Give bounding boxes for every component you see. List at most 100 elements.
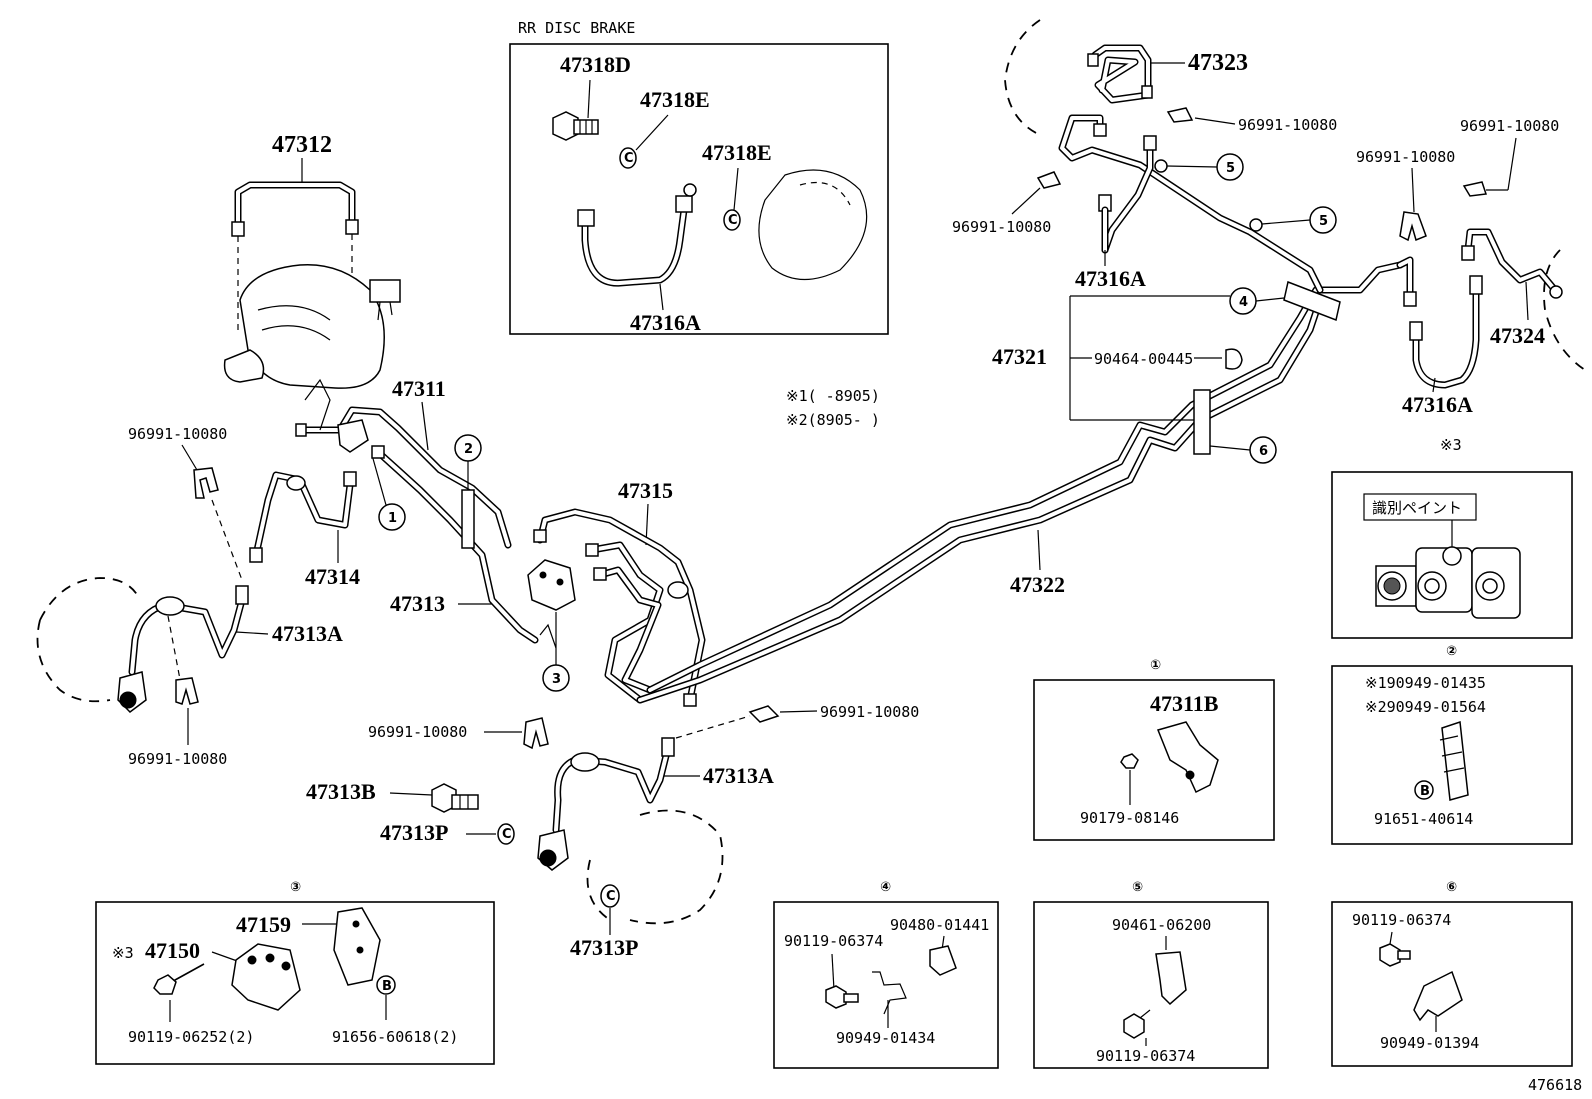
part-90119-06374-label-b6[interactable]: 90119-06374 [1352,911,1451,929]
union-bolt-47318D [552,111,599,141]
clip-96991-label-h[interactable]: 96991-10080 [820,703,919,721]
bracket-90949-01434 [872,971,907,1015]
proportioning-valve-47150 [527,559,576,611]
part-47313B-label[interactable]: 47313B [306,779,376,804]
part-91651-label[interactable]: 91651-40614 [1374,810,1473,828]
part-47313P-label-a[interactable]: 47313P [380,820,448,845]
union-bolt-47313B [431,783,479,813]
part-47324-label[interactable]: 47324 [1490,323,1545,348]
clip-icon-d [1036,171,1062,189]
box-5-number: ⑤ [1132,880,1143,895]
box-3-number: ③ [290,880,301,895]
distribution-block [337,419,369,453]
clip-96991-label-e[interactable]: 96991-10080 [1460,117,1559,135]
bolt-90119-06252 [153,974,177,995]
part-47321-label[interactable]: 47321 [992,344,1047,369]
svg-text:1: 1 [388,511,397,526]
right-rear-area: 96991-10080 96991-10080 47324 47316A ※3 … [1331,117,1586,639]
part-90179-label[interactable]: 90179-08146 [1080,809,1179,827]
clip-96991-label-d[interactable]: 96991-10080 [952,218,1051,236]
proportioning-valve-body [231,943,301,1011]
paint-mark-icon [1442,546,1462,566]
clip-icon-h [748,705,780,723]
detail-box-5: ⑤ 90461-06200 90119-06374 [1033,880,1269,1069]
part-47313A-label-b[interactable]: 47313A [703,763,774,788]
clip-96991-label-c[interactable]: 96991-10080 [1238,116,1337,134]
svg-text:C: C [728,213,738,228]
svg-text:B: B [1420,784,1430,799]
part-47150-label[interactable]: 47150 [145,938,200,963]
part-47312-label[interactable]: 47312 [272,132,332,158]
box-6-number: ⑥ [1446,880,1457,895]
part-47314-label[interactable]: 47314 [305,564,360,589]
gasket-icon-b [723,209,741,231]
bracket-47311B [1156,721,1219,794]
part-47316A-label-b[interactable]: 47316A [1075,266,1146,291]
part-90949-01564-label[interactable]: ※290949-01564 [1365,698,1486,716]
detail-box-4: ④ 90480-01441 90119-06374 90949-01434 [773,880,999,1069]
detail-box-3: ③ 47159 ※3 47150 90119-06252(2) B 91656-… [95,880,495,1065]
paint-identification-box [1331,471,1573,639]
part-90949-01394-label[interactable]: 90949-01394 [1380,1034,1479,1052]
part-90119-06374-label-b5[interactable]: 90119-06374 [1096,1047,1195,1065]
bolt-90119-b5 [1123,1013,1145,1039]
part-47318E-label-b[interactable]: 47318E [702,140,772,165]
svg-text:C: C [624,151,634,166]
part-90119-06374-label-b4[interactable]: 90119-06374 [784,932,883,950]
part-47313-label[interactable]: 47313 [390,591,445,616]
part-47311B-label[interactable]: 47311B [1150,691,1219,716]
bolt-90119-b4 [825,985,847,1009]
part-47159-label[interactable]: 47159 [236,912,291,937]
clip-96991-label-b[interactable]: 96991-10080 [128,750,227,768]
brake-tube-47322-a [636,296,1324,704]
clip-96991-label-a[interactable]: 96991-10080 [128,425,227,443]
part-90480-label[interactable]: 90480-01441 [890,916,989,934]
part-47313P-label-b[interactable]: 47313P [570,935,638,960]
paint-label: 識別ペイント [1372,499,1462,517]
note-1: ※1( -8905) [786,387,880,405]
rr-disc-brake-box [509,43,889,335]
part-47311-label[interactable]: 47311 [392,376,446,401]
rear-upper-area: 47323 96991-10080 5 5 96991-10080 47316A… [786,19,1337,429]
part-47315-label[interactable]: 47315 [618,478,673,503]
part-47313A-label-a[interactable]: 47313A [272,621,343,646]
clip-90464-label[interactable]: 90464-00445 [1094,350,1193,368]
part-90949-01435-label[interactable]: ※190949-01435 [1365,674,1486,692]
note-2: ※2(8905- ) [786,411,880,429]
rr-disc-brake-title: RR DISC BRAKE [518,19,635,37]
part-47316A-label-c[interactable]: 47316A [1402,392,1473,417]
rr-disc-brake-inset: RR DISC BRAKE 47318D 47318E C 47318E C 4… [509,19,889,335]
part-91656-label[interactable]: 91656-60618(2) [332,1028,458,1046]
brake-tube-47312 [234,181,356,229]
detail-box-2: ② ※190949-01435 ※290949-01564 B 91651-40… [1331,644,1573,845]
clamp-90949 [1441,720,1469,801]
bracket-47159 [333,907,381,986]
reference-number: 476618 [1528,1076,1582,1094]
part-90949-01434-label[interactable]: 90949-01434 [836,1029,935,1047]
svg-text:3: 3 [552,672,561,687]
part-47316A-label-a[interactable]: 47316A [630,310,701,335]
clamp-2 [461,489,475,549]
part-47322-label[interactable]: 47322 [1010,572,1065,597]
callout-1[interactable] [378,503,406,531]
bolt-90119-b6 [1379,943,1401,967]
master-cylinder-area: 47312 [223,132,401,389]
clip-icon-e [1462,181,1488,197]
part-90119-06252-label[interactable]: 90119-06252(2) [128,1028,254,1046]
part-47318D-label[interactable]: 47318D [560,52,631,77]
part-47318E-label-a[interactable]: 47318E [640,87,710,112]
clip-icon-90464 [1225,348,1243,370]
bracket-90949-01394 [1413,970,1463,1022]
clip-96991-label-f[interactable]: 96991-10080 [1356,148,1455,166]
paint-label-box [1363,493,1477,521]
master-cylinder-body [239,263,385,389]
svg-text:5: 5 [1226,161,1235,176]
clip-96991-label-g[interactable]: 96991-10080 [368,723,467,741]
part-90461-label[interactable]: 90461-06200 [1112,916,1211,934]
clip-icon-a [193,467,219,499]
gasket-icon-c [497,823,515,845]
clamp-4 [1283,280,1341,322]
box-2-number: ② [1446,644,1457,659]
svg-text:6: 6 [1259,444,1268,459]
part-47323-label[interactable]: 47323 [1188,50,1248,76]
